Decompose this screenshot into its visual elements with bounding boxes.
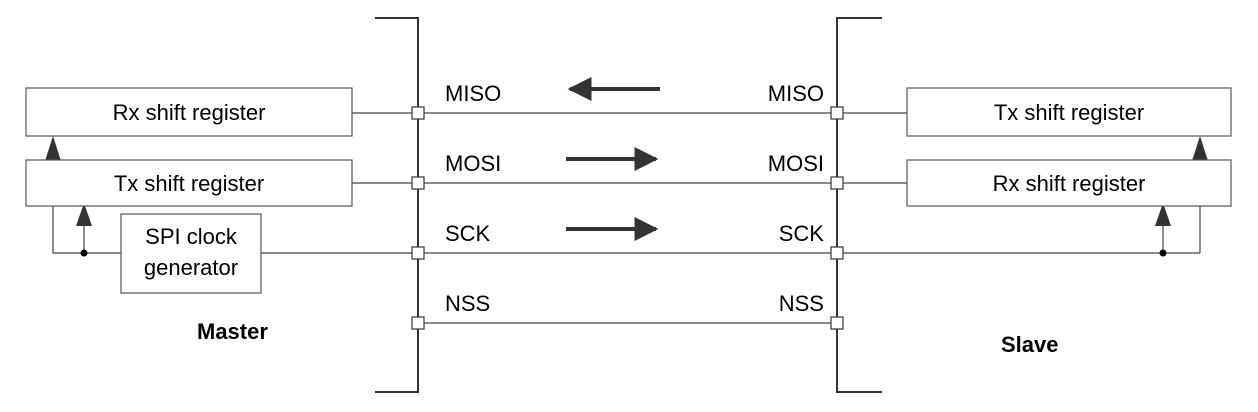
slave-clock-node [1159,249,1167,257]
master-miso-label: MISO [445,81,501,106]
slave-sck-pin [830,246,844,260]
master-nss-label: NSS [445,291,490,316]
spi-clock-generator-box [120,213,262,294]
slave-mosi-pin [830,176,844,190]
master-rx-register-box [25,87,353,137]
slave-sck-label: SCK [779,221,825,246]
master-title: Master [197,319,268,344]
slave-nss-pin [830,316,844,330]
master-tx-clock-arrow [76,203,92,226]
master-mosi-label: MOSI [445,151,501,176]
master-tx-register-label: Tx shift register [114,171,264,196]
slave-tx-register-box [906,87,1232,137]
slave-nss-label: NSS [779,291,824,316]
slave-tx-register-label: Tx shift register [994,100,1144,125]
master-rx-register-label: Rx shift register [113,100,266,125]
spi-clock-generator-label-line2: generator [144,255,238,280]
master-tx-register-box [25,159,353,207]
master-sck-label: SCK [445,221,491,246]
slave-rx-register-label: Rx shift register [993,171,1146,196]
master-connector-bracket [375,17,419,393]
slave-rx-clock-arrow [1155,203,1171,226]
slave-tx-clock-arrow [1192,136,1208,161]
slave-miso-pin [830,106,844,120]
master-mosi-pin [411,176,425,190]
slave-connector-bracket [836,17,882,393]
master-clock-node [80,249,88,257]
master-rx-clock-arrow [45,136,61,161]
master-sck-pin [411,246,425,260]
master-nss-pin [411,316,425,330]
spi-clock-generator-label-line1: SPI clock [145,224,238,249]
master-miso-pin [411,106,425,120]
slave-mosi-label: MOSI [768,151,824,176]
slave-title: Slave [1001,332,1059,357]
slave-miso-label: MISO [768,81,824,106]
slave-rx-register-box [906,159,1232,207]
